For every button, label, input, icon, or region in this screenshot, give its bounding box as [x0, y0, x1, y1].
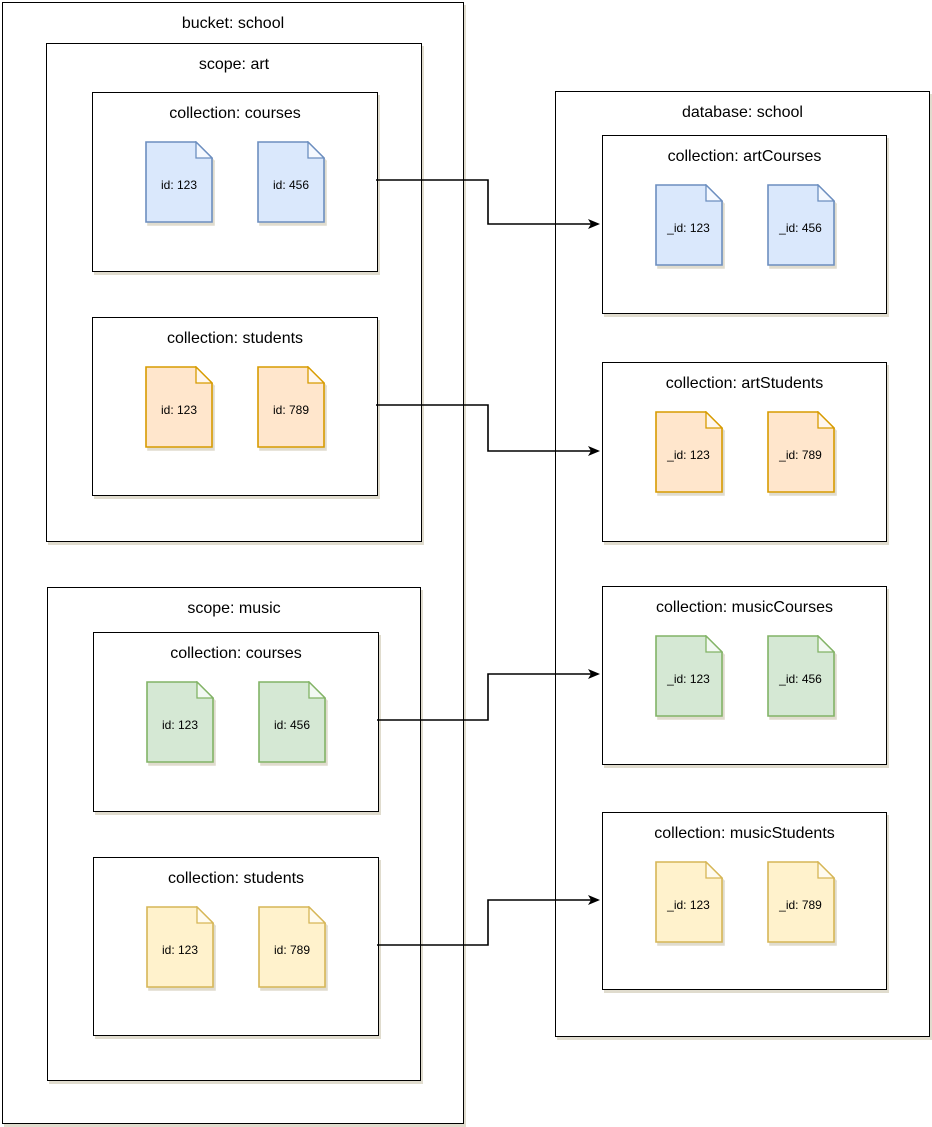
collection-art-courses-title: collection: courses	[169, 105, 301, 122]
document-id: _id: 456	[779, 672, 822, 686]
document: _id: 456	[766, 184, 835, 266]
document: id: 789	[257, 366, 325, 448]
collection-artcourses-title: collection: artCourses	[667, 148, 822, 165]
collection-music-students-box: collection: students id: 123	[93, 857, 379, 1036]
document: id: 789	[258, 906, 326, 988]
document-icon	[145, 141, 213, 223]
docs-row: _id: 123 _id: 456	[603, 635, 886, 717]
document-id: _id: 789	[779, 448, 822, 462]
document-icon	[146, 681, 214, 763]
document-icon	[257, 141, 325, 223]
document-id: _id: 123	[667, 898, 710, 912]
document-id: id: 123	[160, 178, 198, 192]
document-icon	[654, 861, 723, 943]
document-icon	[257, 366, 325, 448]
document-id: _id: 123	[667, 448, 710, 462]
document-icon	[766, 411, 835, 493]
document-icon	[145, 366, 213, 448]
collection-art-courses-box: collection: courses id: 123	[92, 92, 378, 272]
scope-art-title: scope: art	[198, 56, 270, 73]
collection-artcourses-box: collection: artCourses _id: 123 _id: 456	[602, 135, 887, 314]
document: id: 123	[145, 366, 213, 448]
document-id: id: 123	[160, 403, 198, 417]
scope-art-box: scope: art collection: courses id: 123	[46, 43, 422, 542]
document-id: id: 123	[161, 943, 199, 957]
document: _id: 123	[654, 184, 723, 266]
document-id: id: 456	[272, 178, 310, 192]
collection-music-students-title: collection: students	[167, 870, 305, 887]
collection-music-courses-box: collection: courses id: 123	[93, 632, 379, 812]
collection-artstudents-title: collection: artStudents	[665, 375, 824, 392]
docs-row: _id: 123 _id: 789	[603, 411, 886, 493]
docs-row: _id: 123 _id: 456	[603, 184, 886, 266]
document-icon	[766, 635, 835, 717]
document: id: 456	[258, 681, 326, 763]
document: id: 123	[146, 681, 214, 763]
docs-row: id: 123 id: 456	[93, 141, 377, 223]
document-icon	[766, 184, 835, 266]
document: _id: 123	[654, 411, 723, 493]
collection-musicstudents-box: collection: musicStudents _id: 123 _id: …	[602, 812, 887, 990]
scope-music-box: scope: music collection: courses id: 123	[47, 587, 421, 1081]
document-icon	[258, 906, 326, 988]
document-icon	[258, 681, 326, 763]
collection-art-students-box: collection: students id: 123	[92, 317, 378, 496]
bucket-school-box: bucket: school scope: art collection: co…	[2, 2, 464, 1124]
document: _id: 456	[766, 635, 835, 717]
document: _id: 123	[654, 861, 723, 943]
document-id: id: 456	[273, 718, 311, 732]
database-school-box: database: school collection: artCourses …	[555, 91, 930, 1037]
bucket-title: bucket: school	[181, 15, 285, 32]
document-id: _id: 456	[779, 221, 822, 235]
collection-art-students-title: collection: students	[166, 330, 304, 347]
document-id: _id: 123	[667, 672, 710, 686]
collection-musicstudents-title: collection: musicStudents	[654, 825, 835, 842]
document: _id: 789	[766, 411, 835, 493]
collection-music-courses-title: collection: courses	[170, 645, 302, 662]
document-id: id: 123	[161, 718, 199, 732]
document: id: 123	[146, 906, 214, 988]
collection-artstudents-box: collection: artStudents _id: 123 _id: 78…	[602, 362, 887, 542]
docs-row: id: 123 id: 456	[94, 681, 378, 763]
document-icon	[654, 635, 723, 717]
docs-row: _id: 123 _id: 789	[603, 861, 886, 943]
document-id: id: 789	[272, 403, 310, 417]
document: _id: 789	[766, 861, 835, 943]
document-id: id: 789	[273, 943, 311, 957]
document-icon	[654, 411, 723, 493]
document: id: 456	[257, 141, 325, 223]
document-id: _id: 123	[667, 221, 710, 235]
docs-row: id: 123 id: 789	[94, 906, 378, 988]
document-icon	[146, 906, 214, 988]
database-title: database: school	[682, 104, 803, 121]
document: _id: 123	[654, 635, 723, 717]
collection-musiccourses-box: collection: musicCourses _id: 123 _id: 4…	[602, 586, 887, 765]
scope-music-title: scope: music	[187, 600, 281, 617]
document-id: _id: 789	[779, 898, 822, 912]
collection-musiccourses-title: collection: musicCourses	[656, 599, 833, 616]
docs-row: id: 123 id: 789	[93, 366, 377, 448]
document-icon	[766, 861, 835, 943]
document: id: 123	[145, 141, 213, 223]
document-icon	[654, 184, 723, 266]
